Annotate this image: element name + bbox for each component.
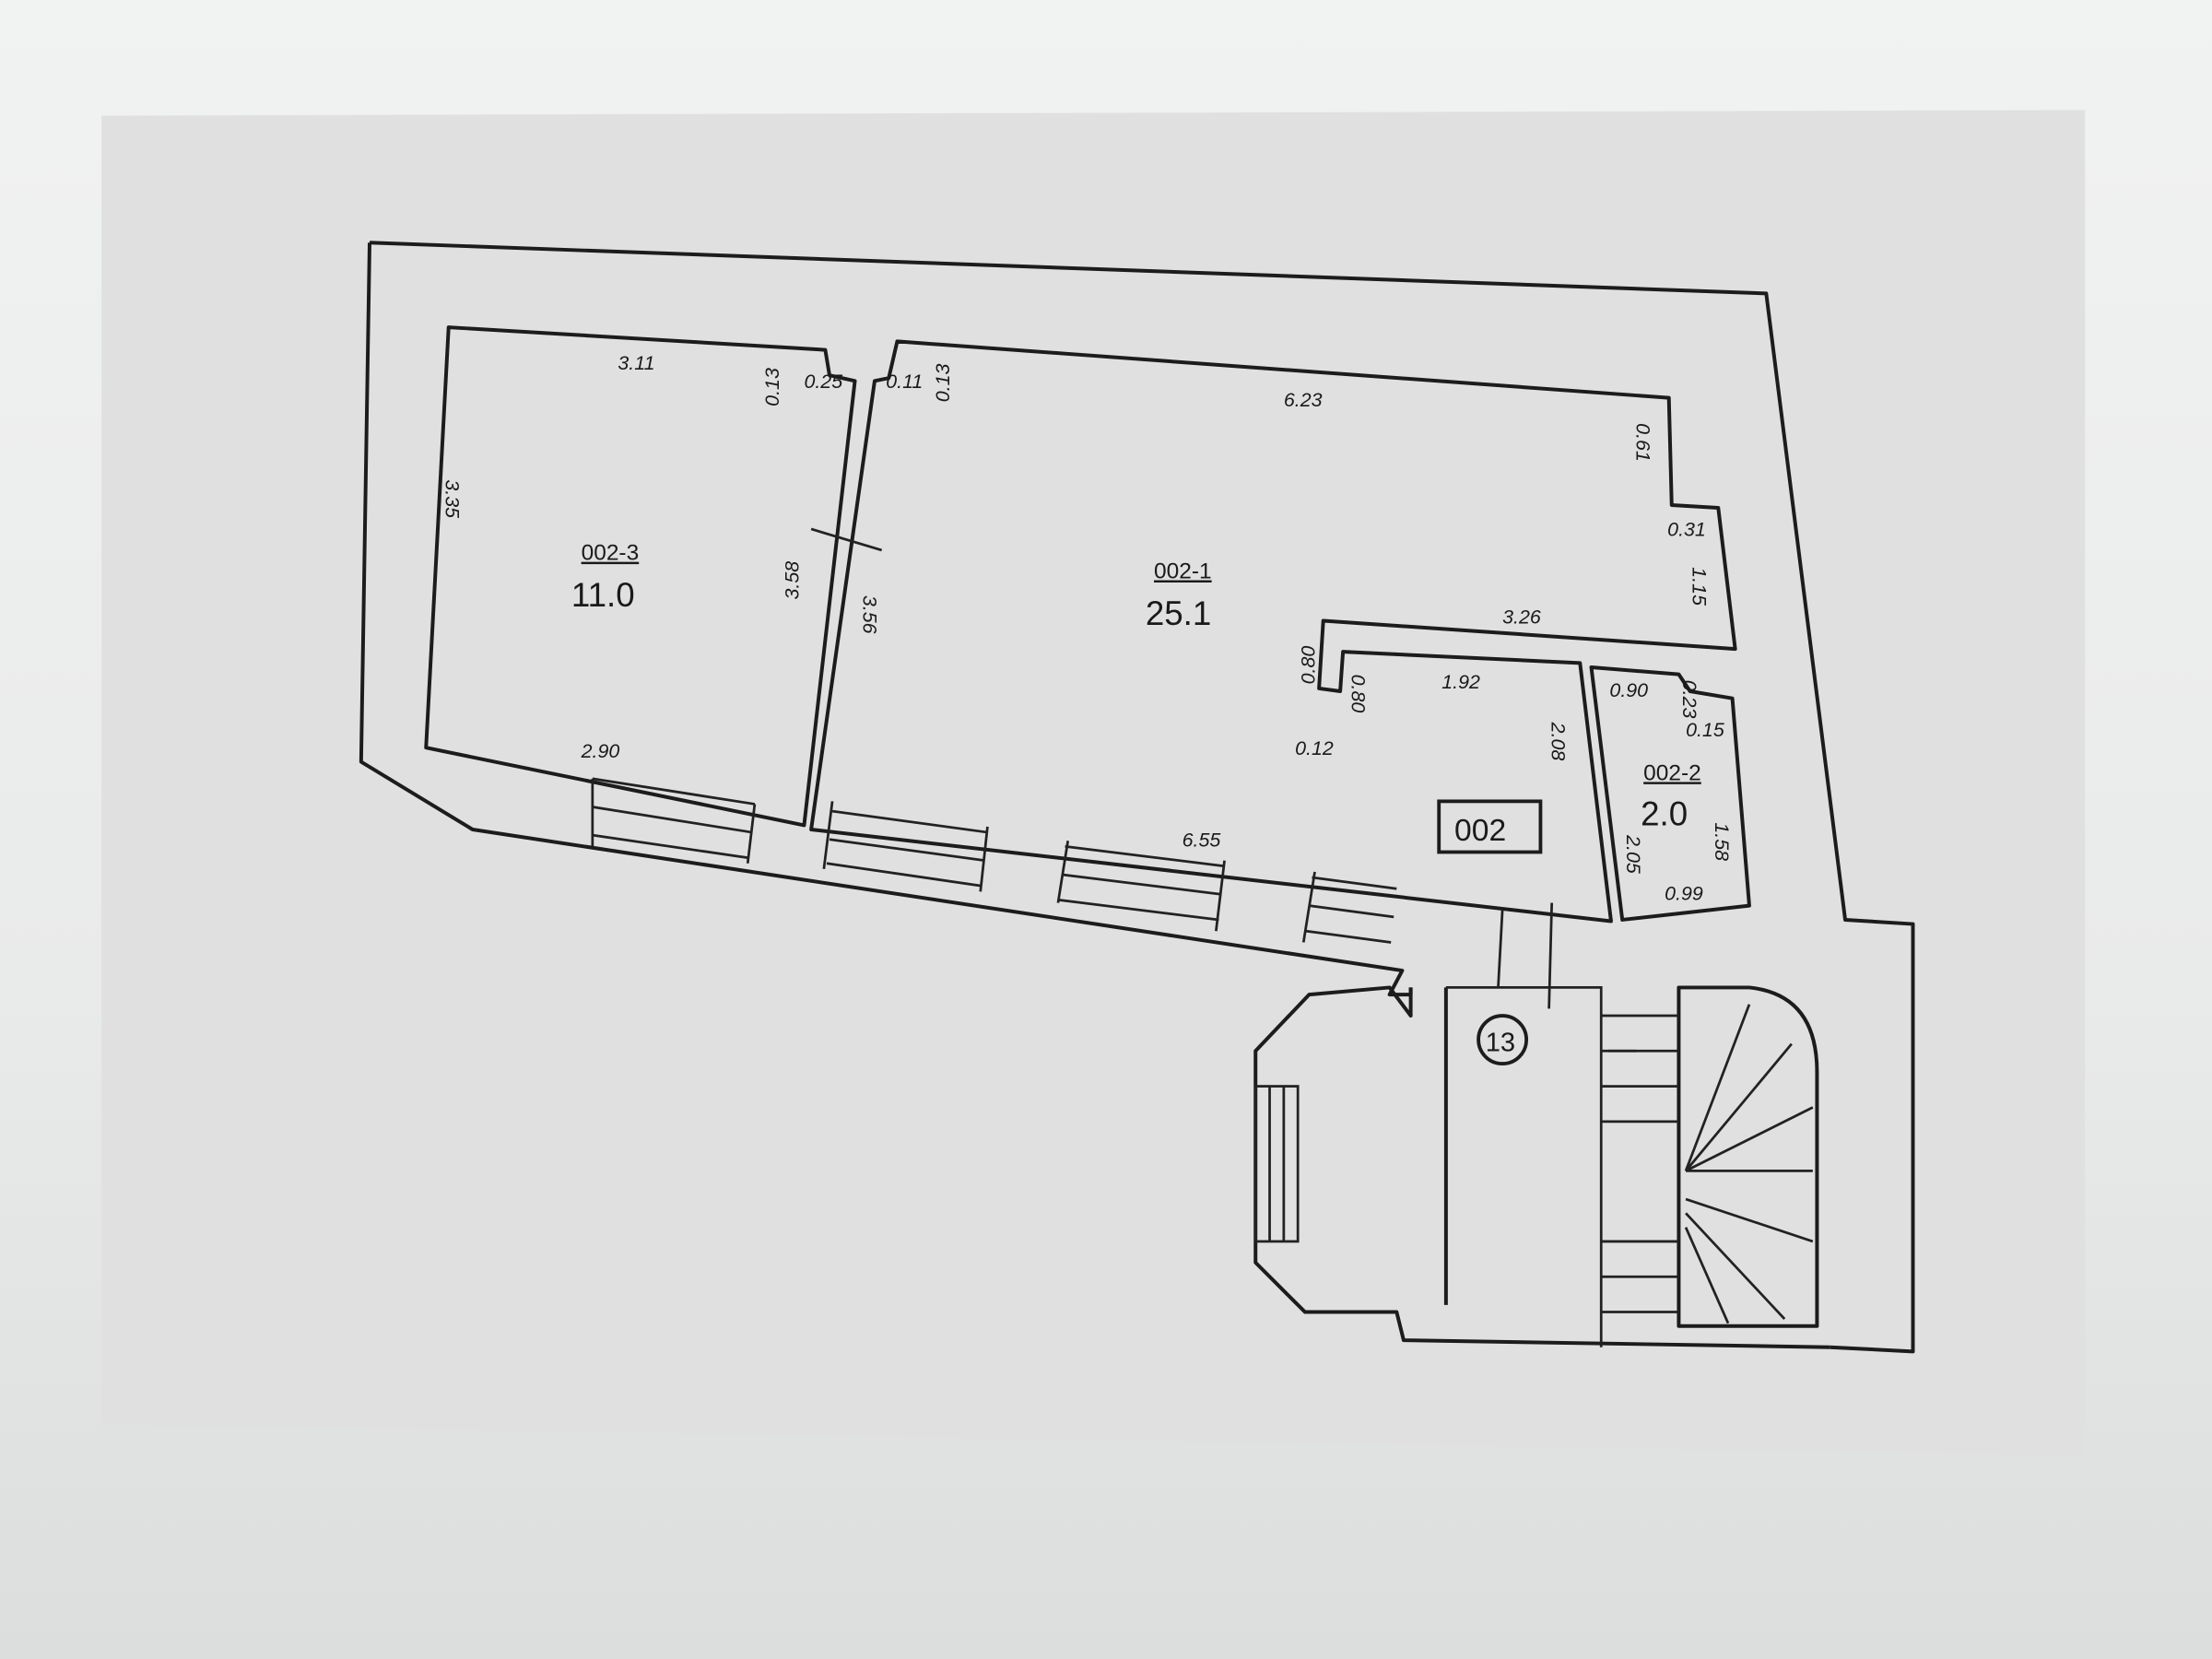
dim-label: 1.15 bbox=[1688, 567, 1711, 606]
stair-label: 13 bbox=[1486, 1028, 1515, 1057]
dim-label: 0.13 bbox=[932, 363, 954, 402]
dim-label: 6.23 bbox=[1284, 389, 1323, 411]
dim-label: 3.56 bbox=[859, 595, 881, 634]
dim-label: 3.35 bbox=[441, 479, 464, 518]
dim-label: 2.05 bbox=[1622, 834, 1644, 874]
dim-label: 0.13 bbox=[761, 368, 783, 406]
dim-label: 2.08 bbox=[1547, 722, 1570, 761]
stair-label-circle bbox=[1477, 1014, 1529, 1065]
room-id-002-1: 002-1 bbox=[1154, 559, 1212, 584]
dimension-labels: 3.11 0.13 0.25 0.11 0.13 6.23 0.61 0.31 … bbox=[441, 352, 1734, 905]
room-id-002-3: 002-3 bbox=[582, 541, 640, 566]
dim-label: 0.61 bbox=[1632, 423, 1654, 462]
dim-label: 0.99 bbox=[1665, 883, 1703, 905]
dim-label: 3.26 bbox=[1502, 606, 1541, 629]
room-002-3 bbox=[424, 325, 857, 828]
room-area-002-3: 11.0 bbox=[571, 576, 635, 614]
room-id-002-2: 002-2 bbox=[1643, 760, 1701, 785]
dim-label: 0.31 bbox=[1667, 519, 1706, 541]
plan-sheet bbox=[101, 110, 2086, 1456]
room-area-002-1: 25.1 bbox=[1146, 594, 1211, 632]
dim-label: 0.80 bbox=[1298, 646, 1320, 685]
dim-label: 1.58 bbox=[1711, 822, 1733, 861]
dim-label: 0.12 bbox=[1295, 737, 1334, 759]
dim-label: 0.80 bbox=[1347, 675, 1369, 713]
dim-label: 0.25 bbox=[804, 371, 842, 393]
windows bbox=[591, 527, 1554, 1009]
room-area-002-2: 2.0 bbox=[1641, 794, 1688, 832]
dim-label: 1.92 bbox=[1441, 671, 1480, 693]
room-002-2 bbox=[1589, 665, 1751, 922]
dim-label: 3.11 bbox=[618, 352, 654, 374]
dim-label: 6.55 bbox=[1182, 829, 1221, 851]
outer-wall bbox=[369, 241, 1915, 1354]
dim-label: 2.90 bbox=[581, 740, 620, 762]
stair-block bbox=[1253, 985, 1830, 1349]
unit-label-box bbox=[1437, 799, 1543, 854]
dim-label: 0.23 bbox=[1678, 680, 1700, 719]
dim-label: 0.90 bbox=[1609, 679, 1648, 701]
dim-label: 0.11 bbox=[886, 371, 923, 393]
dim-label: 3.58 bbox=[781, 561, 803, 600]
unit-label: 002 bbox=[1454, 814, 1506, 848]
room-002-1 bbox=[809, 339, 1737, 924]
dim-label: 0.15 bbox=[1686, 719, 1724, 741]
